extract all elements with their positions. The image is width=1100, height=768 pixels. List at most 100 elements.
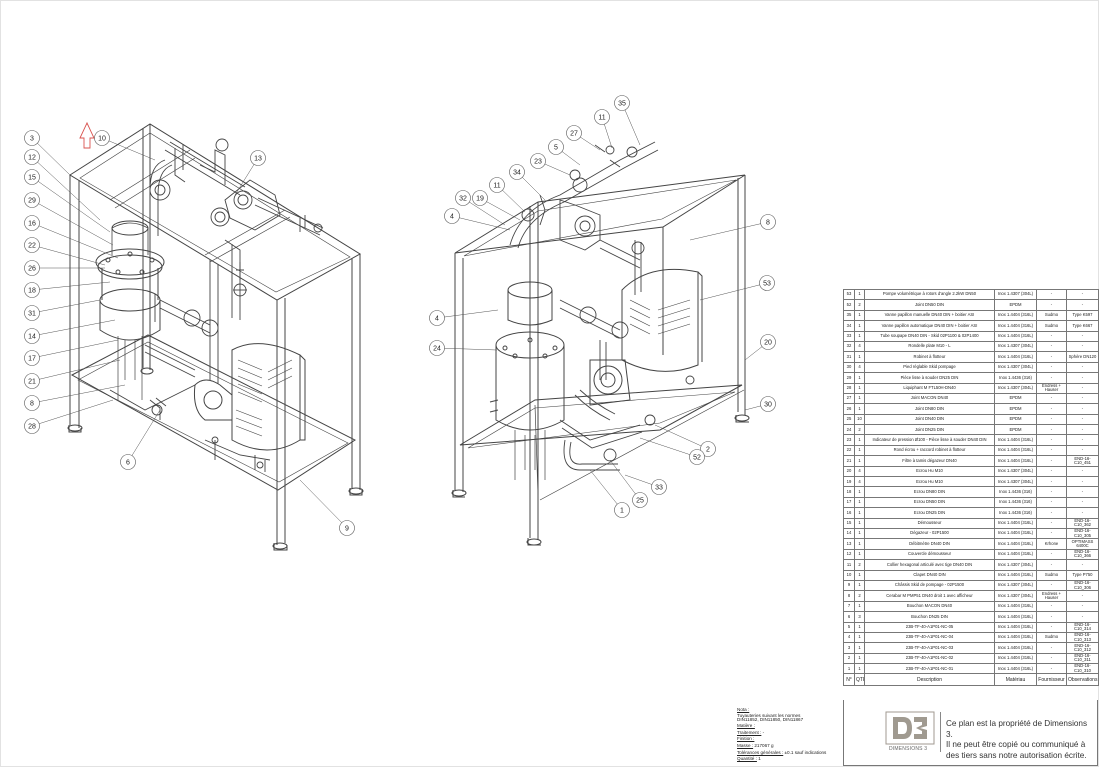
bom-cell-desc: Rond écrou + raccord robinet à flotteur: [864, 444, 995, 457]
logo-caption: DIMENSIONS 3: [889, 746, 928, 752]
bom-cell-obs: Type K597: [1066, 309, 1099, 322]
bom-cell-obs: END-16-C10_310: [1066, 663, 1099, 675]
bom-cell-qty: 1: [854, 600, 865, 613]
balloon-circle: [760, 334, 776, 350]
bom-cell-qty: 2: [854, 424, 865, 436]
balloon-label: 30: [764, 402, 772, 409]
balloon-label: 53: [763, 281, 771, 288]
bom-cell-obs: Type P750: [1066, 569, 1099, 581]
bom-footer-header: N° QTE Description Matériau Fournisseur …: [843, 673, 1099, 687]
bom-cell-supplier: -: [1036, 330, 1067, 342]
bom-cell-obs: -: [1066, 611, 1099, 623]
bom-cell-num: 35: [843, 309, 855, 322]
bom-cell-num: 11: [843, 559, 855, 571]
balloon-leader: [31, 244, 106, 266]
bom-header-desc: Description: [864, 673, 995, 687]
balloon-circle: [24, 373, 40, 389]
balloon-leader: [699, 282, 768, 301]
balloon-left-13: 13: [234, 150, 266, 196]
balloon-circle: [566, 125, 582, 141]
bom-cell-obs: -: [1066, 424, 1099, 436]
bom-cell-mat: Inox 1.4404 (316L): [994, 600, 1037, 613]
bom-cell-mat: Inox 1.4436 (316): [994, 372, 1037, 384]
bom-cell-obs: END-16-C10_451: [1066, 455, 1099, 467]
balloon-label: 32: [459, 196, 467, 203]
bom-cell-obs: END-16-C10_362: [1066, 517, 1099, 530]
balloon-label: 9: [345, 526, 349, 533]
balloon-right-34: 34: [509, 164, 546, 201]
north-arrow-icon: [79, 121, 95, 149]
balloon-label: 35: [618, 101, 626, 108]
bom-cell-obs: -: [1066, 403, 1099, 415]
bom-cell-desc: Pièce lisse à souder DN25 DIN: [864, 372, 995, 384]
bom-cell-supplier: -: [1036, 476, 1067, 488]
bom-cell-obs: END-16-C10_311: [1066, 652, 1099, 665]
tolerance-value: ±0.1 sauf indications: [783, 749, 827, 755]
bom-cell-supplier: -: [1036, 424, 1067, 436]
balloon-left-8: 8: [24, 384, 126, 411]
bom-cell-mat: Inox 1.4404 (316L): [994, 434, 1037, 446]
balloon-left-10: 10: [94, 130, 156, 161]
balloon-label: 1: [620, 508, 624, 515]
balloon-leader: [436, 347, 498, 351]
bom-cell-supplier: Sudmo: [1036, 309, 1067, 322]
balloon-leader: [31, 137, 71, 176]
bom-cell-supplier: -: [1036, 621, 1067, 633]
bom-cell-desc: 23B-TF-40-A1P01-NC-04: [864, 631, 995, 644]
bom-cell-desc: Rondelle plate M10 - L: [864, 340, 995, 353]
balloon-circle: [24, 237, 40, 253]
balloon-leader: [654, 424, 709, 450]
bom-cell-num: 34: [843, 320, 855, 332]
bom-cell-qty: 2: [854, 299, 865, 311]
bom-cell-mat: Inox 1.4307 (304L): [994, 476, 1037, 488]
bom-cell-mat: Inox 1.4404 (316L): [994, 621, 1037, 633]
balloon-right-2: 2: [654, 424, 716, 457]
left-piping: [109, 138, 324, 472]
bom-cell-obs: OPTIMASS 6400C: [1066, 538, 1099, 550]
bom-cell-supplier: -: [1036, 611, 1067, 623]
bom-cell-mat: Inox 1.4404 (316L): [994, 455, 1037, 467]
balloon-label: 15: [28, 175, 36, 182]
bom-cell-mat: Inox 1.4307 (304L): [994, 340, 1037, 353]
bom-cell-mat: Inox 1.4307 (304L): [994, 590, 1037, 602]
balloon-circle: [24, 169, 40, 185]
balloon-label: 4: [435, 316, 439, 323]
bom-cell-obs: -: [1066, 330, 1099, 342]
bom-cell-qty: 1: [854, 663, 865, 675]
bom-cell-supplier: -: [1036, 663, 1067, 675]
bom-cell-obs: -: [1066, 507, 1099, 519]
bom-cell-qty: 1: [854, 548, 865, 561]
bom-cell-obs: -: [1066, 434, 1099, 446]
balloon-leader: [31, 399, 114, 427]
balloon-left-6: 6: [120, 409, 161, 470]
bom-cell-num: 29: [843, 372, 855, 384]
treatment-value: -: [761, 729, 765, 735]
balloon-circle: [24, 328, 40, 344]
bom-cell-mat: Inox 1.4307 (304L): [994, 288, 1037, 301]
balloon-leader: [31, 222, 119, 259]
balloon-label: 13: [254, 156, 262, 163]
balloon-circle: [24, 149, 40, 165]
balloon-label: 31: [28, 311, 36, 318]
bom-cell-supplier: -: [1036, 600, 1067, 613]
bom-cell-qty: 1: [854, 434, 865, 446]
bom-cell-desc: Couvercle démousseur: [864, 548, 995, 561]
balloon-right-25: 25: [609, 459, 648, 508]
right-isometric-view: [451, 141, 750, 546]
balloon-circle: [632, 492, 648, 508]
balloon-circle: [24, 350, 40, 366]
bom-cell-desc: Bouchon DN25 DIN: [864, 611, 995, 623]
balloon-leader: [462, 197, 506, 226]
bom-cell-desc: Tube soupape DN40 DIN - Skid 02P1100 & 0…: [864, 330, 995, 342]
left-isometric-view: [67, 121, 364, 551]
bom-cell-desc: 23B-TF-40-A1P01-NC-02: [864, 652, 995, 665]
